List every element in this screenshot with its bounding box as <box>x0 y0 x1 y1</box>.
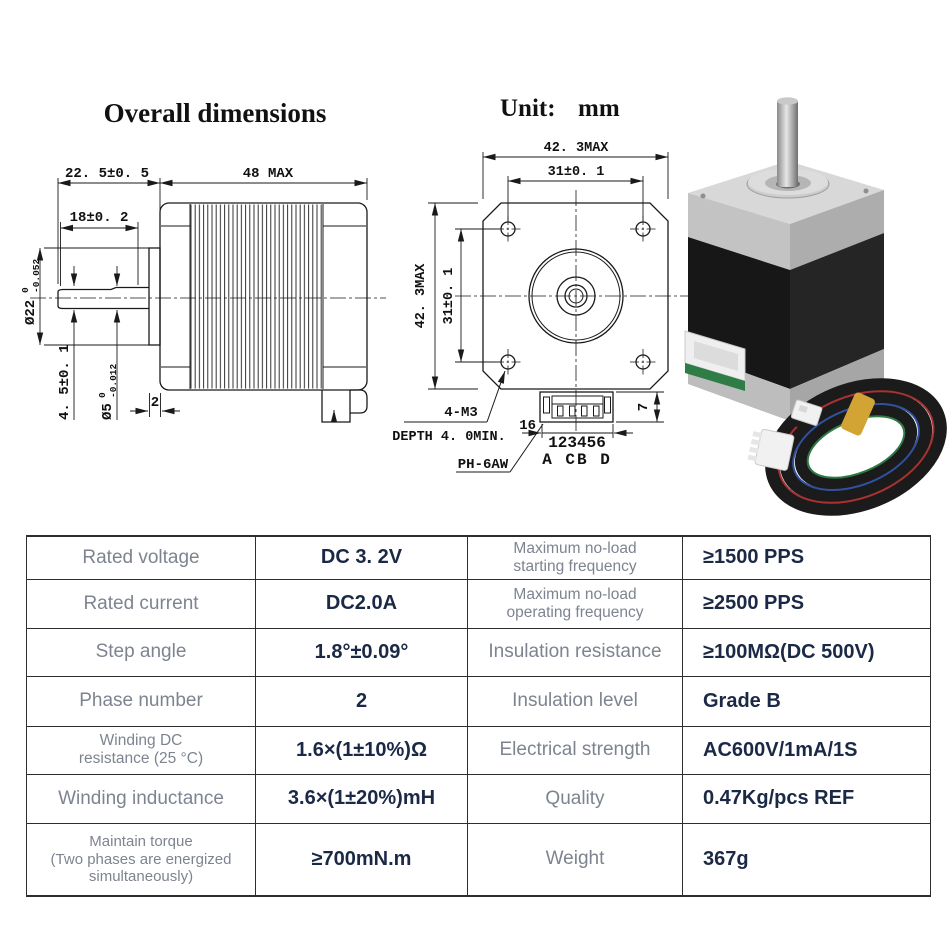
table-row: Rated voltage DC 3. 2V Maximum no-load s… <box>26 535 931 580</box>
spec-label-cell: Weight <box>467 822 683 897</box>
spec-label-cell: Phase number <box>26 675 256 727</box>
spec-value-cell: 2 <box>255 675 468 727</box>
spec-label-cell: Insulation resistance <box>467 627 683 677</box>
table-row: Winding inductance 3.6×(1±20%)mH Quality… <box>26 773 931 824</box>
dim-connector-width: 16 <box>519 418 536 434</box>
dim-pilot-tol-bottom: -0.052 <box>31 258 42 293</box>
spec-label-cell: Rated voltage <box>26 535 256 580</box>
dim-flat-height: 4. 5±0. 1 <box>57 344 73 420</box>
spec-label-cell: Electrical strength <box>467 725 683 775</box>
cable-connector-small <box>790 399 823 426</box>
pin-phases-label: A CB D <box>542 451 612 469</box>
spec-label-cell: Maintain torque (Two phases are energize… <box>26 822 256 897</box>
screw-note: 4-M3 <box>444 405 478 421</box>
table-row: Maintain torque (Two phases are energize… <box>26 822 931 897</box>
spec-label-cell: Quality <box>467 773 683 824</box>
spec-label-cell: Maximum no-load operating frequency <box>467 578 683 629</box>
cable-connector-large <box>747 428 795 471</box>
spec-value-cell: 3.6×(1±20%)mH <box>255 773 468 824</box>
spec-value-cell: 367g <box>682 822 931 897</box>
dim-pilot-tol-top: 0 <box>20 287 31 293</box>
spec-label-cell: Insulation level <box>467 675 683 727</box>
connector-note: PH-6AW <box>458 457 509 473</box>
spec-value-cell: ≥1500 PPS <box>682 535 931 580</box>
cable-tie <box>841 392 875 436</box>
dim-shaft-diameter: Ø5 <box>100 403 116 420</box>
spec-label-cell: Rated current <box>26 578 256 629</box>
table-row: Phase number 2 Insulation level Grade B <box>26 675 931 727</box>
spec-label-cell: Winding DC resistance (25 °C) <box>26 725 256 775</box>
spec-value-cell: Grade B <box>682 675 931 727</box>
motor-shaft <box>777 99 798 187</box>
depth-note: DEPTH 4. 0MIN. <box>392 430 505 445</box>
spec-value-cell: ≥700mN.m <box>255 822 468 897</box>
cable-photo-illustration <box>747 378 947 516</box>
table-row: Rated current DC2.0A Maximum no-load ope… <box>26 578 931 629</box>
dim-body-length: 48 MAX <box>243 166 294 182</box>
dim-front-length: 22. 5±0. 5 <box>65 166 149 182</box>
front-view-drawing: 42. 3MAX 31±0. 1 42. 3MAX 31±0. 1 <box>392 141 700 473</box>
dim-shaft-tol-top: 0 <box>97 392 108 398</box>
dim-flange-thickness: 2 <box>151 395 159 411</box>
dim-shaft-length: 18±0. 2 <box>70 210 129 226</box>
motor-photo-illustration <box>684 97 884 421</box>
spec-label-cell: Maximum no-load starting frequency <box>467 535 683 580</box>
spec-label-cell: Winding inductance <box>26 773 256 824</box>
dim-shaft-tol-bottom: -0.012 <box>108 363 119 398</box>
dim-frontview-height: 42. 3MAX <box>414 263 429 329</box>
spec-value-cell: AC600V/1mA/1S <box>682 725 931 775</box>
table-row: Step angle 1.8°±0.09° Insulation resista… <box>26 627 931 677</box>
technical-drawings: Overall dimensions Unit: mm 22. 5±0. 5 4… <box>20 95 947 516</box>
spec-value-cell: 0.47Kg/pcs REF <box>682 773 931 824</box>
spec-value-cell: ≥2500 PPS <box>682 578 931 629</box>
table-row: Winding DC resistance (25 °C) 1.6×(1±10%… <box>26 725 931 775</box>
unit-label: Unit: <box>500 95 556 122</box>
motor-pcb <box>685 363 745 391</box>
dim-frontview-width: 42. 3MAX <box>544 141 610 156</box>
dim-connector-height: 7 <box>636 403 652 411</box>
side-view-drawing: 22. 5±0. 5 48 MAX 18±0. 2 Ø22 0 -0.052 4… <box>20 166 386 423</box>
dim-hole-spacing-h: 31±0. 1 <box>548 165 605 180</box>
spec-value-cell: 1.6×(1±10%)Ω <box>255 725 468 775</box>
spec-value-cell: DC2.0A <box>255 578 468 629</box>
spec-value-cell: 1.8°±0.09° <box>255 627 468 677</box>
spec-label-cell: Step angle <box>26 627 256 677</box>
unit-value: mm <box>578 95 620 122</box>
dim-hole-spacing-v: 31±0. 1 <box>442 268 457 325</box>
dim-pilot-diameter: Ø22 <box>23 300 39 325</box>
spec-value-cell: ≥100MΩ(DC 500V) <box>682 627 931 677</box>
page-title: Overall dimensions <box>104 98 327 128</box>
spec-table: Rated voltage DC 3. 2V Maximum no-load s… <box>26 535 931 897</box>
pin-numbers-label: 123456 <box>548 434 606 452</box>
spec-value-cell: DC 3. 2V <box>255 535 468 580</box>
